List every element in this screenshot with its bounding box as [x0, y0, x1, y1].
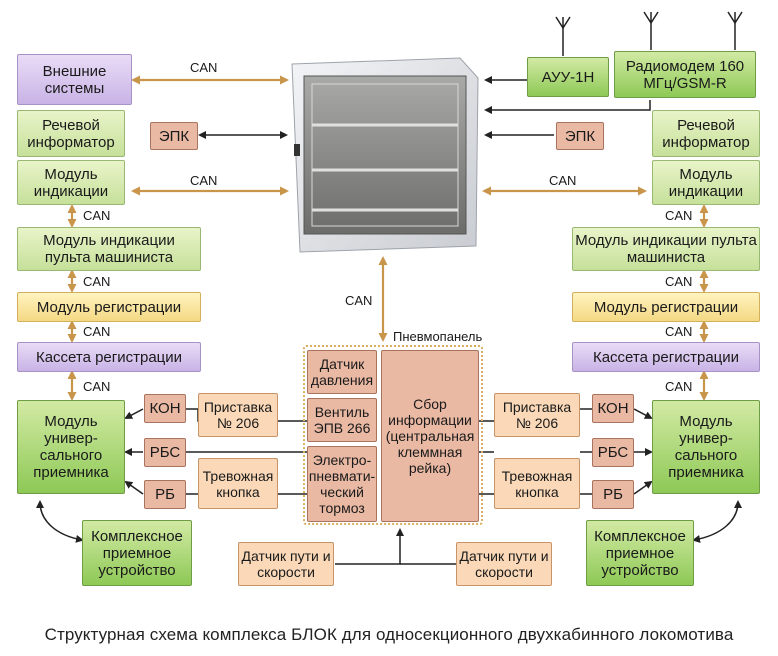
indication-module-left: Модуль индикации [17, 160, 125, 205]
can-label: CAN [665, 324, 693, 339]
epk-right: ЭПК [556, 122, 604, 150]
pnevmopanel-label: Пневмопанель [393, 329, 483, 344]
rb-left: РБ [144, 480, 186, 509]
can-label: CAN [83, 379, 111, 394]
info-collection-terminal: Сбор информации (центральная клеммная ре… [381, 350, 479, 522]
driver-indication-module-right: Модуль индикации пульта машиниста [572, 227, 760, 271]
alarm-button-right: Тревожная кнопка [494, 458, 580, 509]
can-label: CAN [83, 274, 111, 289]
can-label: CAN [665, 208, 693, 223]
signal-lines [36, 76, 742, 565]
pristavka-left: Приставка № 206 [198, 393, 278, 437]
epk-left: ЭПК [150, 122, 198, 150]
universal-receiver-left: Модуль универ-сального приемника [17, 400, 125, 494]
can-label: CAN [190, 173, 218, 188]
pristavka-right: Приставка № 206 [494, 393, 580, 437]
rbs-right: РБС [592, 438, 634, 467]
antenna-icon [555, 11, 743, 56]
radiomodem: Радиомодем 160 МГц/GSM-R [614, 51, 756, 98]
speech-informer-left: Речевой информатор [17, 110, 125, 157]
driver-indication-module-left: Модуль индикации пульта машиниста [17, 227, 201, 271]
external-systems: Внешние системы [17, 54, 132, 105]
path-speed-sensor-right: Датчик пути и скорости [456, 542, 552, 586]
can-label: CAN [345, 293, 373, 308]
pressure-sensor: Датчик давления [307, 350, 377, 394]
figure-caption: Структурная схема комплекса БЛОК для одн… [44, 625, 734, 644]
rbs-left: РБС [144, 438, 186, 467]
path-speed-sensor-left: Датчик пути и скорости [238, 542, 334, 586]
can-label: CAN [549, 173, 577, 188]
complex-receiver-right: Комплексное приемное устройство [586, 520, 694, 586]
registration-cassette-right: Кассета регистрации [572, 342, 760, 372]
electro-pneumatic-brake: Электро-пневмати-ческий тормоз [307, 446, 377, 522]
speech-informer-right: Речевой информатор [652, 110, 760, 157]
auu-1n: АУУ-1Н [527, 57, 609, 97]
rb-right: РБ [592, 480, 634, 509]
kon-right: КОН [592, 394, 634, 423]
cabinet-image [291, 57, 479, 253]
can-label: CAN [83, 208, 111, 223]
universal-receiver-right: Модуль универ-сального приемника [652, 400, 760, 494]
can-label: CAN [665, 379, 693, 394]
complex-receiver-left: Комплексное приемное устройство [82, 520, 192, 586]
epv-valve: Вентиль ЭПВ 266 [307, 398, 377, 442]
can-bus-arrows [67, 75, 709, 401]
registration-module-right: Модуль регистрации [572, 292, 760, 322]
pneumopanel-frame [303, 345, 483, 525]
indication-module-right: Модуль индикации [652, 160, 760, 205]
alarm-button-left: Тревожная кнопка [198, 458, 278, 509]
kon-left: КОН [144, 394, 186, 423]
can-label: CAN [665, 274, 693, 289]
registration-module-left: Модуль регистрации [17, 292, 201, 322]
can-label: CAN [190, 60, 218, 75]
can-label: CAN [83, 324, 111, 339]
registration-cassette-left: Кассета регистрации [17, 342, 201, 372]
